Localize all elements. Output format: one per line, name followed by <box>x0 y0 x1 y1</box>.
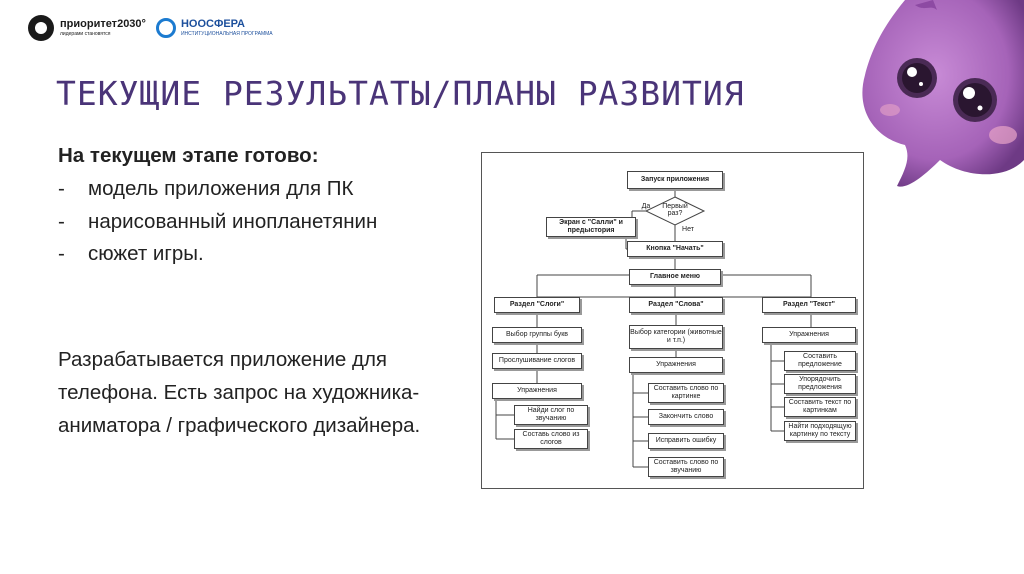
ready-item-text: модель приложения для ПК <box>88 176 354 200</box>
flow-syllables-exercise: Составь слово из слогов <box>514 429 588 449</box>
noosfera-logo: НООСФЕРА ИНСТИТУЦИОНАЛЬНАЯ ПРОГРАММА <box>155 18 273 38</box>
ready-item-text: нарисованный инопланетянин <box>88 209 378 233</box>
flow-syllables-step: Прослушивание слогов <box>492 353 582 369</box>
flow-start-button-box: Кнопка "Начать" <box>627 241 723 257</box>
flow-syllables-step: Выбор группы букв <box>492 327 582 343</box>
flow-words-exercise: Закончить слово <box>648 409 724 425</box>
logos-bar: приоритет2030° лидерами становятся НООСФ… <box>28 10 273 46</box>
priority2030-logo-tagline: лидерами становятся <box>60 31 111 37</box>
noosfera-logo-tagline: ИНСТИТУЦИОНАЛЬНАЯ ПРОГРАММА <box>180 31 273 37</box>
flow-intro-box: Экран с "Салли" и предыстория <box>546 217 636 237</box>
priority2030-logo: приоритет2030° лидерами становятся <box>28 15 146 41</box>
ready-list-item: -сюжет игры. <box>58 238 478 271</box>
flow-decision-text: Первый раз? <box>662 203 688 217</box>
noosfera-emblem-icon <box>155 18 176 38</box>
ready-heading: На текущем этапе готово: <box>58 144 319 167</box>
app-flowchart: Запуск приложения Первый раз? Да Нет Экр… <box>481 152 864 489</box>
slide-title: ТЕКУЩИЕ РЕЗУЛЬТАТЫ/ПЛАНЫ РАЗВИТИЯ <box>56 74 745 113</box>
flow-words-step: Упражнения <box>629 357 723 373</box>
flow-text-exercise: Упорядочить предложения <box>784 374 856 394</box>
flow-words-exercise: Исправить ошибку <box>648 433 724 449</box>
flow-words-exercise: Составить слово по картинке <box>648 383 724 403</box>
ready-list-item: -нарисованный инопланетянин <box>58 206 478 239</box>
flow-syllables-exercise: Найди слог по звучанию <box>514 405 588 425</box>
ready-item-text: сюжет игры. <box>88 242 204 266</box>
alien-mascot-illustration <box>862 0 1024 187</box>
flow-start-box: Запуск приложения <box>627 171 723 189</box>
flow-no-label: Нет <box>682 226 694 233</box>
flow-text-step: Упражнения <box>762 327 856 343</box>
left-text-block: На текущем этапе готово: -модель приложе… <box>58 140 478 437</box>
flow-words-step: Выбор категории (животные и т.п.) <box>629 325 723 349</box>
flow-words-section: Раздел "Слова" <box>629 297 723 313</box>
priority2030-logo-name: приоритет2030° <box>60 18 146 30</box>
flow-text-exercise: Найти подходящую картинку по тексту <box>784 421 856 441</box>
flow-syllables-section: Раздел "Слоги" <box>494 297 580 313</box>
priority2030-emblem-icon <box>28 15 54 41</box>
noosfera-logo-name: НООСФЕРА <box>180 18 245 30</box>
flow-main-menu-box: Главное меню <box>629 269 721 285</box>
flow-yes-label: Да <box>641 203 651 210</box>
flow-text-exercise: Составить текст по картинкам <box>784 397 856 417</box>
development-paragraph: Разрабатывается приложение для телефона.… <box>58 348 421 437</box>
flow-text-exercise: Составить предложение <box>784 351 856 371</box>
flow-words-exercise: Составить слово по звучанию <box>648 457 724 477</box>
ready-list-item: -модель приложения для ПК <box>58 173 478 206</box>
ready-list: -модель приложения для ПК -нарисованный … <box>58 173 478 271</box>
flow-text-section: Раздел "Текст" <box>762 297 856 313</box>
flow-syllables-step: Упражнения <box>492 383 582 399</box>
